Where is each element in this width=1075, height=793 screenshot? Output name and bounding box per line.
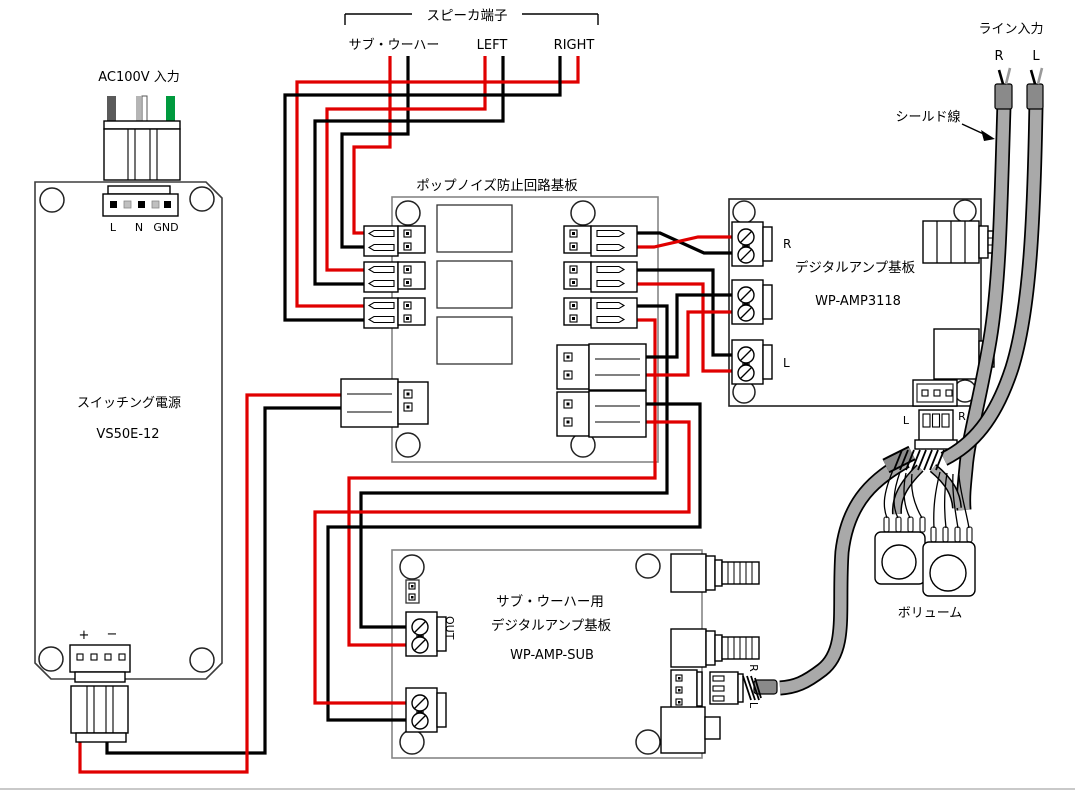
pot-pin — [895, 516, 902, 533]
terminal-power-sub — [405, 687, 447, 733]
minus-label: − — [107, 627, 118, 642]
plug-amp-l — [590, 261, 638, 293]
subwoofer-label: サブ・ウーハー — [349, 37, 440, 53]
power-out2-header — [556, 391, 590, 437]
sub-plug-hatch — [742, 675, 762, 701]
power-in-plug — [340, 378, 399, 428]
amp-lr-plug — [914, 409, 958, 450]
sub-lr-plug — [709, 671, 744, 705]
plug-amp-r — [590, 225, 638, 257]
sub-gain-pot-1 — [670, 553, 760, 593]
sub-gain-pot-2 — [670, 628, 760, 668]
amp-terminal-l-label: L — [783, 356, 790, 370]
amp-lr-header — [912, 379, 958, 407]
relay-1 — [436, 204, 513, 253]
speaker-wires — [283, 56, 580, 322]
line-cable-l — [941, 104, 1042, 465]
sub-model: WP-AMP-SUB — [510, 648, 594, 663]
speaker-terminal-labels: スピーカ端子 サブ・ウーハー LEFT RIGHT — [344, 8, 599, 53]
sub-lr-header — [670, 669, 703, 709]
line-input-title: ライン入力 — [978, 22, 1043, 37]
psu-output-plug — [70, 685, 129, 743]
pot-pin — [907, 516, 914, 533]
power-in-header — [397, 381, 429, 425]
amp-header-r-label: R — [958, 410, 966, 423]
power-out1-header — [556, 344, 590, 390]
pot-pin — [942, 526, 949, 543]
line-cable-r — [957, 104, 1010, 511]
pot-feed-cables — [891, 464, 962, 515]
sub-plug-l-label: L — [747, 702, 760, 709]
plug-left-speaker — [363, 261, 399, 293]
terminal-l — [731, 339, 773, 385]
pot-pin — [930, 526, 937, 543]
plug-sub-speaker — [363, 225, 399, 257]
relay-2 — [436, 260, 513, 309]
line-l-label: L — [1032, 49, 1040, 64]
shield-wire-label: シールド線 — [895, 109, 960, 125]
plug-sub-out — [590, 297, 638, 329]
sub-plug-r-label: R — [747, 664, 760, 672]
power-out1-plug — [588, 343, 647, 391]
pop-board-title: ポップノイズ防止回路基板 — [416, 177, 578, 194]
plug-right-speaker — [363, 297, 399, 329]
pot-pin — [883, 516, 890, 533]
relay-3 — [436, 316, 513, 365]
line-input-labels: ライン入力 R L シールド線 — [895, 22, 1044, 141]
pin-n-label: N — [135, 221, 143, 234]
sub-title-1: サブ・ウーハー用 — [496, 593, 604, 610]
amp-header-l-label: L — [903, 414, 910, 427]
terminal-r — [731, 221, 773, 267]
psu-name: スイッチング電源 — [77, 396, 181, 411]
header-sub-out — [563, 297, 592, 326]
ac-wire-ground — [166, 96, 175, 123]
ac-plug — [103, 95, 181, 181]
ac-wire-neutral — [136, 96, 141, 123]
psu-bottom-connector — [69, 644, 131, 683]
sub-labels: サブ・ウーハー用 デジタルアンプ基板 WP-AMP-SUB OUT R L — [443, 593, 760, 709]
wire-bundle-hatch — [893, 449, 945, 471]
psu-labels: L N GND スイッチング電源 VS50E-12 + − — [77, 221, 181, 643]
amp-terminals — [731, 221, 773, 385]
header-left-speaker — [397, 261, 426, 290]
power-wires — [78, 293, 733, 774]
header-sub-speaker — [397, 225, 426, 254]
speaker-terminals-title: スピーカ端子 — [427, 8, 508, 24]
plus-label: + — [79, 628, 90, 643]
sub-phone-jack — [660, 706, 721, 754]
amp-terminal-r-label: R — [783, 237, 791, 251]
pot-pin — [954, 526, 961, 543]
amp-title: デジタルアンプ基板 — [795, 259, 916, 276]
terminal-out — [405, 611, 447, 657]
line-input-cables — [940, 67, 1044, 511]
right-label: RIGHT — [554, 38, 595, 53]
pin-l-label: L — [110, 221, 117, 234]
header-amp-l — [563, 261, 592, 290]
power-out2-plug — [588, 390, 647, 438]
pot-pin — [966, 526, 973, 543]
pot-pin — [919, 516, 926, 533]
amp-model: WP-AMP3118 — [815, 294, 901, 309]
line-r-label: R — [994, 49, 1003, 64]
ac-wire-live — [107, 96, 116, 123]
ac-input-label: AC100V 入力 — [98, 70, 180, 85]
volume-label: ボリューム — [898, 606, 963, 621]
psu-model: VS50E-12 — [96, 427, 159, 442]
pop-left-connectors — [340, 225, 429, 428]
amp-power-jack — [922, 220, 999, 264]
header-right-speaker — [397, 297, 426, 326]
psu-board — [34, 181, 223, 680]
twisted-wires — [742, 449, 970, 701]
left-label: LEFT — [477, 38, 508, 53]
sub-title-2: デジタルアンプ基板 — [491, 617, 612, 634]
pin-gnd-label: GND — [153, 221, 178, 234]
psu-top-connector — [102, 185, 179, 217]
sub-out-label: OUT — [443, 616, 456, 640]
header-amp-r — [563, 225, 592, 254]
volume-pots — [874, 516, 976, 597]
amp-labels: デジタルアンプ基板 WP-AMP3118 R L L R — [783, 237, 966, 427]
terminal-power — [731, 279, 773, 325]
